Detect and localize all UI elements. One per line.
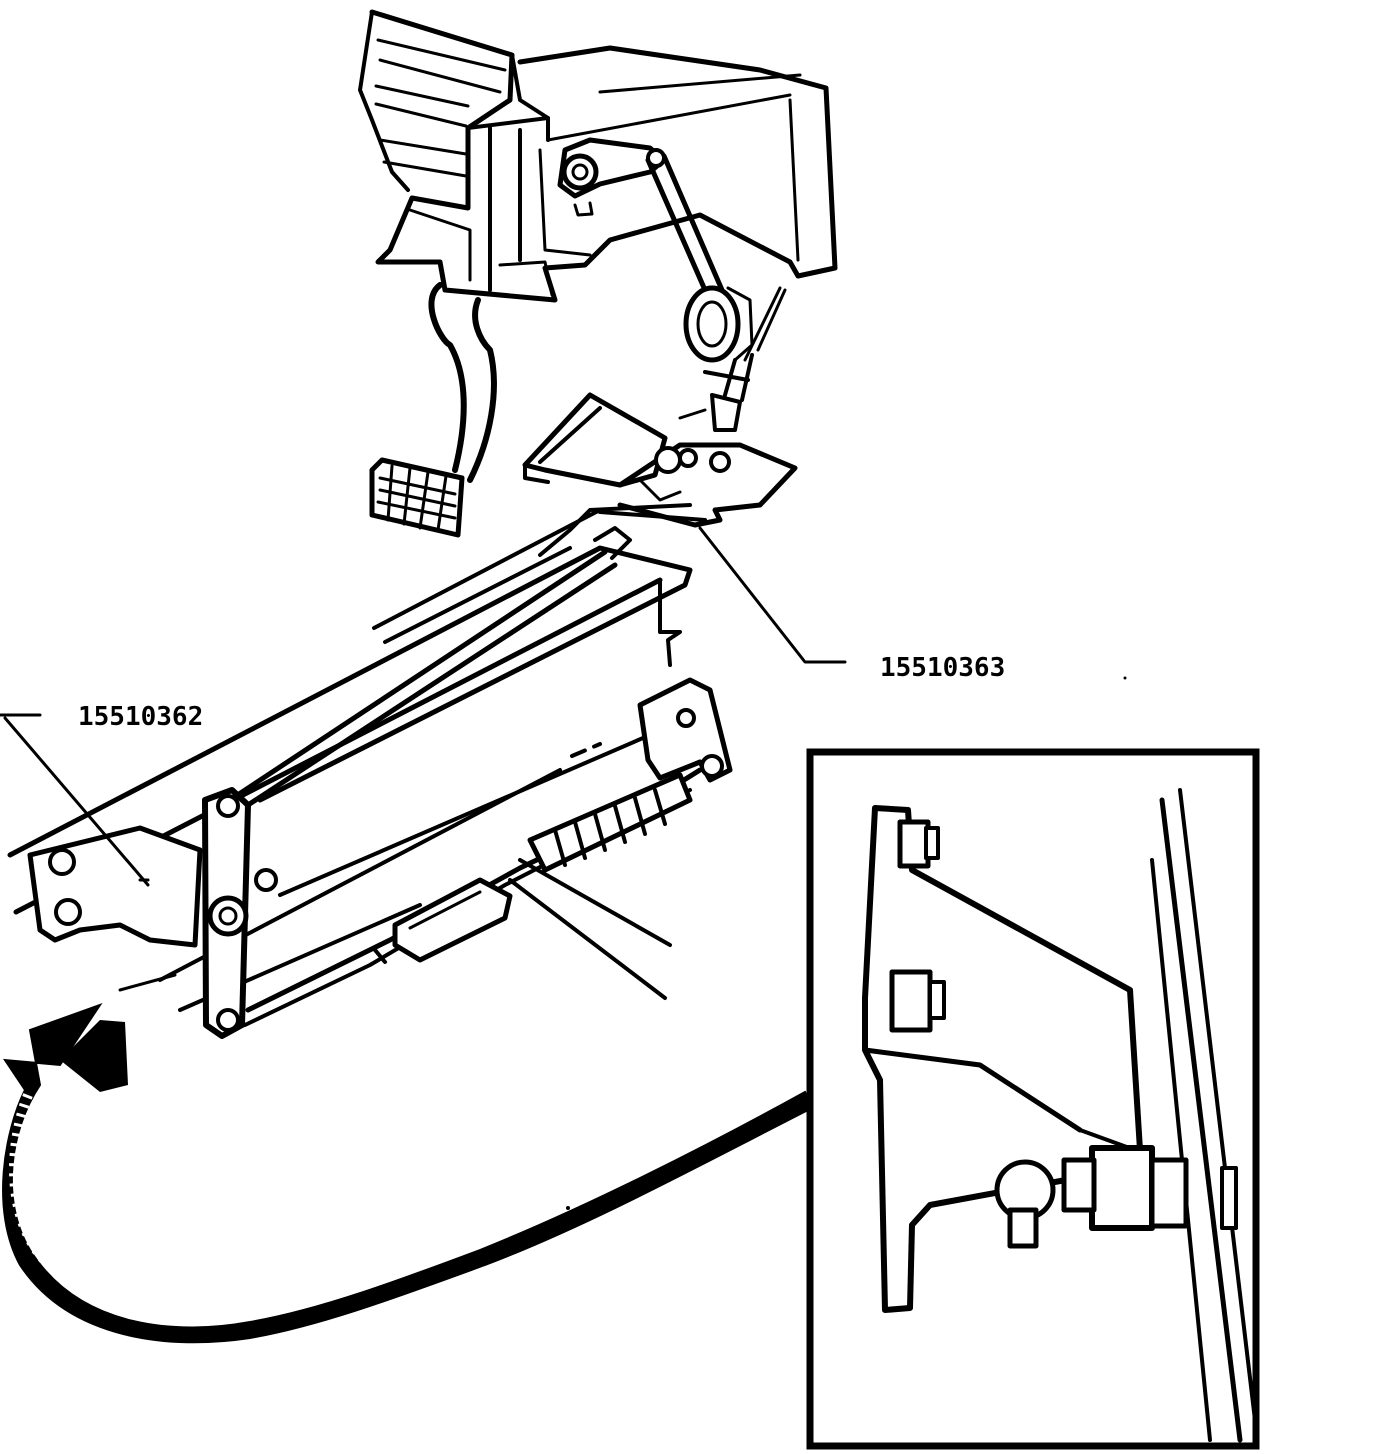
frame-rail bbox=[0, 508, 733, 1039]
detail-inset bbox=[806, 748, 1260, 1450]
part-number-label-frame: 15510362 bbox=[78, 702, 204, 732]
mounting-bracket bbox=[522, 392, 847, 664]
detail-arrow bbox=[2, 1003, 814, 1344]
pedal-bracket bbox=[358, 9, 838, 538]
part-number-label-bracket: 15510363 bbox=[880, 653, 1006, 683]
